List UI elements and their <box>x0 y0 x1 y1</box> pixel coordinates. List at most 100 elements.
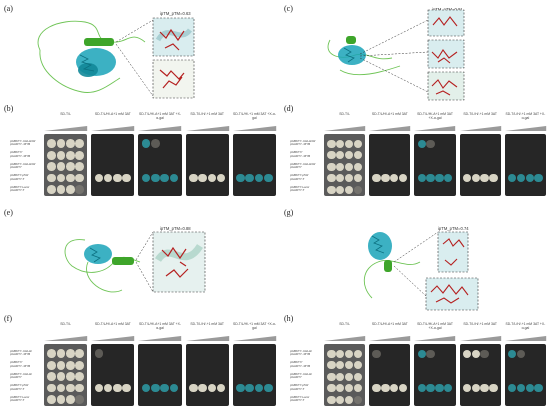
row-label-h-3: pGBKT7-p53/ pGADT7-T <box>290 383 309 391</box>
agar-plate-b-1 <box>91 134 135 196</box>
colony-spot <box>353 384 362 393</box>
media-header-d-2: SD-T/L/H/-A+1 mM 3AT +X-α-gal <box>417 112 453 120</box>
colony-spot <box>254 173 264 183</box>
colony-spot <box>508 174 517 183</box>
colony-spot <box>65 185 75 194</box>
colony-spot <box>141 383 151 393</box>
colony-spot <box>381 384 390 393</box>
colony-spot <box>426 384 435 393</box>
dilution-wedge-d-3 <box>459 126 501 131</box>
colony-spot <box>336 151 345 160</box>
colony-spot <box>236 173 245 183</box>
row-label-b-2: pGBKT7-·bHLH33/ pGADT7 <box>10 161 36 170</box>
colony-spot <box>390 174 399 183</box>
colony-spot <box>56 173 66 183</box>
agar-plate-f-2 <box>138 344 182 406</box>
colony-spot <box>56 372 66 381</box>
colony-spot <box>534 384 543 393</box>
row-label-f-0: pGBKT7-·bHLH/ pGADT7-·MYB <box>10 348 33 357</box>
colony-spot <box>47 150 56 160</box>
row-label-b-1: pGBKT7/ pGADT7-·MYB <box>10 150 31 158</box>
colony-spot <box>417 139 426 148</box>
colony-spot <box>344 395 354 404</box>
colony-spot <box>336 349 345 358</box>
media-header-f-2: SD-T/L/H/-A+1 mM 3AT +X-α-gal <box>138 322 182 330</box>
colony-spot <box>327 139 336 148</box>
agar-plate-b-4 <box>232 134 276 196</box>
dilution-wedge-h-2 <box>414 336 456 341</box>
colony-spot <box>188 383 198 393</box>
colony-spot <box>353 139 362 148</box>
colony-spot <box>56 162 66 171</box>
colony-spot <box>336 395 345 404</box>
agar-plate-d-1 <box>369 134 411 196</box>
colony-spot <box>327 185 336 194</box>
colony-spot <box>462 174 472 183</box>
colony-spot <box>344 361 354 370</box>
colony-spot <box>435 384 444 393</box>
colony-spot <box>525 384 534 393</box>
media-header-h-1: SD-T/L/H/-A+1 mM 3AT <box>371 322 408 326</box>
colony-spot <box>151 173 160 183</box>
row-label-h-4: pGBKT7-Lam/ pGADT7-T <box>290 394 310 403</box>
colony-spot <box>516 349 526 358</box>
colony-spot <box>47 383 56 393</box>
colony-spot <box>75 383 84 393</box>
colony-spot <box>462 384 472 393</box>
colony-spot <box>398 174 408 183</box>
dilution-wedge-d-1 <box>369 126 411 131</box>
media-header-h-3: SD-T/L/H/-+1 mM 3AT <box>463 322 497 326</box>
colony-spot <box>75 162 84 171</box>
colony-spot <box>444 174 453 183</box>
colony-spot <box>336 139 345 148</box>
media-header-f-4: SD-T/L/H/-+1 mM 3AT +X-α-gal <box>232 322 276 330</box>
dilution-wedge-b-2 <box>138 126 182 131</box>
colony-spot <box>417 384 426 393</box>
colony-spot <box>344 372 354 381</box>
colony-spot <box>122 173 132 183</box>
panel-label-d: (d) <box>284 104 294 113</box>
colony-spot <box>47 395 56 404</box>
colony-spot <box>103 383 113 393</box>
media-header-b-3: SD-T/L/H/-+1 mM 3AT <box>190 112 224 116</box>
row-label-h-0: pGBKT7-·bHLH/ pGADT7-·MYB <box>290 348 313 357</box>
colony-spot <box>336 372 345 381</box>
row-label-d-2: pGBKT7-·bHLH33/ pGADT7 <box>290 161 316 170</box>
colony-spot <box>169 383 179 393</box>
colony-spot <box>390 384 399 393</box>
row-label-f-3: pGBKT7-p53/ pGADT7-T <box>10 383 29 391</box>
colony-spot <box>65 173 75 183</box>
colony-spot <box>534 174 543 183</box>
colony-spot <box>264 173 273 183</box>
dilution-wedge-f-3 <box>185 336 229 341</box>
colony-spot <box>372 349 381 358</box>
dilution-wedge-h-4 <box>504 336 546 341</box>
colony-spot <box>489 384 498 393</box>
iptm-label-e: ipTM_pTM=0.88 <box>160 226 191 231</box>
colony-spot <box>353 349 362 358</box>
colony-spot <box>398 384 408 393</box>
colony-spot <box>327 349 336 358</box>
row-label-h-1: pGBKT7/ pGADT7-·MYB <box>290 360 311 368</box>
row-label-b-3: pGBKT7-p53/ pGADT7-T <box>10 173 29 181</box>
colony-spot <box>188 173 198 183</box>
agar-plate-f-3 <box>185 344 229 406</box>
panel-label-a: (a) <box>4 4 13 13</box>
colony-spot <box>435 174 444 183</box>
colony-spot <box>344 349 354 358</box>
iptm-label-c: ipTM_pTM=0.91 <box>432 7 463 12</box>
colony-spot <box>353 185 362 194</box>
colony-spot <box>56 383 66 393</box>
colony-spot <box>480 174 489 183</box>
colony-spot <box>151 383 160 393</box>
colony-spot <box>47 173 56 183</box>
iptm-label-a: ipTM_pTM=0.63 <box>160 11 191 16</box>
media-header-d-1: SD-T/L/H/-A+1 mM 3AT <box>371 112 408 116</box>
colony-spot <box>75 372 84 381</box>
colony-spot <box>198 383 207 393</box>
colony-spot <box>353 162 362 171</box>
colony-spot <box>47 372 56 381</box>
dilution-wedge-f-0 <box>44 336 88 341</box>
dilution-wedge-b-3 <box>185 126 229 131</box>
row-label-b-4: pGBKT7-Lam/ pGADT7-T <box>10 184 30 193</box>
